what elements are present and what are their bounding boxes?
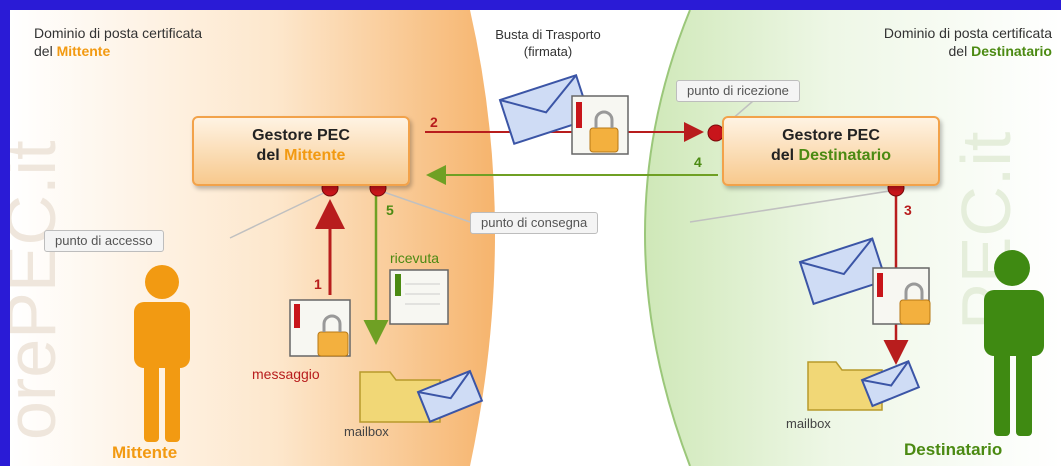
recipient-domain-line1: Dominio di posta certificata [883,25,1052,41]
receipt-label: ricevuta [390,250,440,266]
receipt-document-icon [389,269,449,325]
transport-label: Busta di Trasporto (firmata) [478,26,618,60]
sender-person-label: Mittente [112,443,178,462]
message-document-icon [289,299,351,357]
recipient-server-line1: Gestore PEC [782,127,880,144]
step-4-number: 4 [694,154,702,170]
step-3-number: 3 [904,202,912,218]
sender-mailbox-icon [359,369,484,423]
recipient-person-icon [984,250,1044,436]
sender-server-line1: Gestore PEC [252,127,350,144]
step-1-number: 1 [314,276,322,292]
recipient-pec-server: Gestore PEC del Destinatario [722,116,940,186]
recipient-mailbox-label: mailbox [786,416,831,431]
recipient-domain-label: Dominio di posta certificata del Destina… [782,24,1052,60]
delivery-point-label: punto di consegna [470,212,599,234]
sender-person-icon [134,265,190,442]
transport-line2: (firmata) [523,44,573,59]
sender-domain-line1: Dominio di posta certificata [34,25,203,41]
sender-domain-label: Dominio di posta certificata del Mittent… [34,24,202,60]
watermark-left: orePEC.it [0,140,70,440]
recipient-domain-highlight: Destinatario [971,43,1052,59]
step-2-number: 2 [430,114,438,130]
sender-domain-highlight: Mittente [56,43,111,59]
recipient-server-line2: del Destinatario [770,147,892,164]
recipient-domain-line2: del Destinatario [948,43,1053,59]
recipient-mailbox-icon [807,359,921,411]
reception-point-label: punto di ricezione [676,80,800,102]
recipient-person-label: Destinatario [904,440,1003,459]
transport-envelope-icon [498,74,629,155]
transport-line1: Busta di Trasporto [495,27,601,42]
message-label: messaggio [252,366,320,382]
step-5-number: 5 [386,202,394,218]
sender-pec-server: Gestore PEC del Mittente [192,116,410,186]
recipient-envelope-icon [798,237,931,325]
access-point-label: punto di accesso [44,230,164,252]
sender-mailbox-label: mailbox [344,424,389,439]
sender-server-line2: del Mittente [256,147,346,164]
sender-domain-line2: del Mittente [34,43,111,59]
